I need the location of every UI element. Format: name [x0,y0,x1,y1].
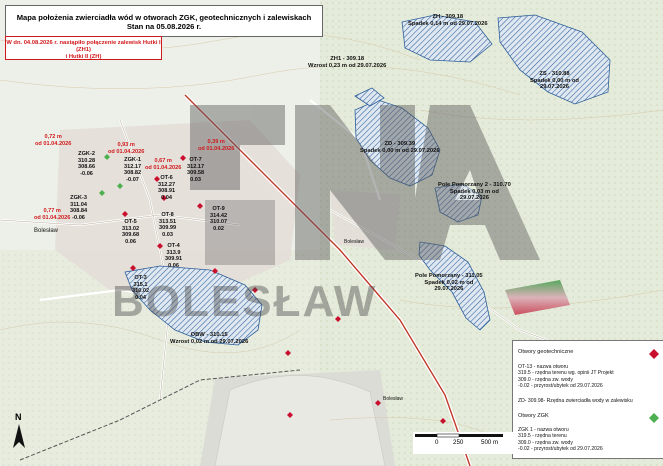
reservoir-zs-shape [497,14,611,105]
map-title-box: Mapa położenia zwierciadła wód w otworac… [5,5,323,37]
well-marker-misc1 [212,268,218,274]
well-marker-ot8 [161,195,167,201]
reservoir-pomorzany-shape [418,241,491,331]
scale-bar: 0 250 500 m [413,432,513,454]
well-marker-ot3 [130,265,136,271]
watermark-flag [505,280,570,315]
well-marker-ot6 [154,176,160,182]
scale-bar-graphic [415,433,503,438]
well-marker-misc6 [287,412,293,418]
well-marker-misc7 [440,418,446,424]
legend-zd-line: ZD- 309.98- Rzędna zwierciadła wody w za… [518,398,633,404]
well-marker-ot9 [197,203,203,209]
well-marker-ot5 [122,211,128,217]
well-marker-ot4 [157,243,163,249]
north-arrow-icon [13,424,25,448]
scale-tick-500: 500 m [481,439,499,446]
well-marker-misc4 [285,350,291,356]
scale-tick-250: 250 [453,439,464,446]
legend-geo-marker-icon [649,349,659,359]
merge-note-line2: i Hutki II (ZH) [65,54,102,60]
map-legend: Otwory geotechniczne OT-13 - nazwa otwor… [512,340,663,459]
merge-note-line1: W dn. 04.08.2026 r. nastąpiło połączenie… [6,40,161,53]
merge-note-box: W dn. 04.08.2026 r. nastąpiło połączenie… [5,36,162,60]
well-marker-misc2 [252,287,258,293]
north-label: N [15,412,22,422]
well-marker-misc3 [335,316,341,322]
geotechnical-well-markers [122,155,446,424]
legend-zgk-marker-icon [649,413,659,423]
watermark-logo [190,105,540,265]
zgk-marker-3 [99,190,105,196]
scale-tick-0: 0 [435,439,439,446]
well-marker-misc5 [375,400,381,406]
zgk-marker-1 [104,154,110,160]
reservoir-zd-west-shape [354,87,385,107]
zgk-well-markers [99,154,123,196]
map-title: Mapa położenia zwierciadła wód w otworac… [16,13,312,22]
reservoir-zd-shape [354,99,441,187]
place-name-boleslaw-east: Bolesław [344,239,365,245]
well-marker-ot7 [180,155,186,161]
reservoir-pomorzany2-shape [434,183,483,223]
reservoir-obw-shape [124,265,263,346]
north-arrow: N [9,412,29,452]
legend-zgk-title: Otwory ZGK [518,413,549,419]
place-name-boleslaw-south: Bolesław [383,396,404,402]
map-date: Stan na 05.08.2026 r. [126,22,202,31]
zgk-marker-2 [117,183,123,189]
legend-geo-title: Otwory geotechniczne [518,349,574,355]
reservoir-zh-shape [401,14,493,63]
watermark-text: BOLESŁAW [112,277,378,326]
place-name-boleslaw-town: Bolesław [34,228,59,234]
